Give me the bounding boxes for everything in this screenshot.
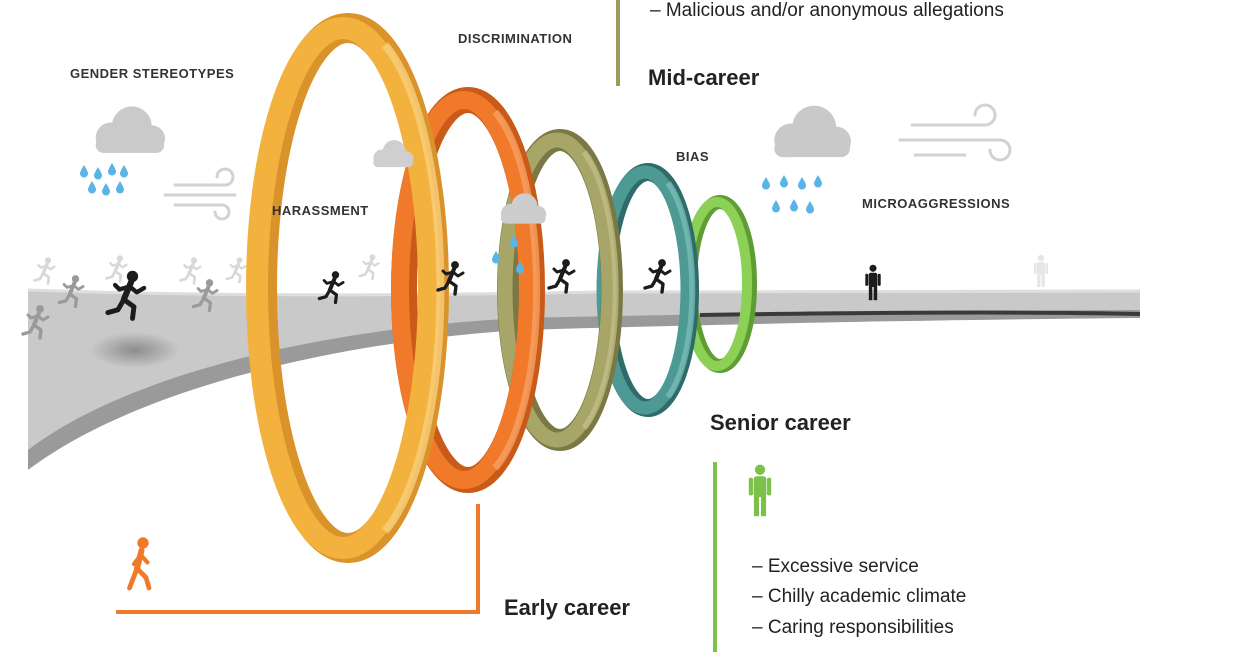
- label-discrimination: DISCRIMINATION: [458, 31, 573, 46]
- running-person-icon: [32, 253, 381, 286]
- senior-career-bullet: – Chilly academic climate: [752, 586, 967, 607]
- label-microaggressions: MICROAGGRESSIONS: [862, 196, 1011, 211]
- ring-yellow: [246, 13, 449, 563]
- senior-career-title: Senior career: [710, 410, 851, 435]
- label-bias: BIAS: [676, 149, 710, 164]
- early-career-title: Early career: [504, 595, 630, 620]
- standing-person-icon: [748, 464, 772, 517]
- career-road: [27, 288, 1141, 470]
- ring-olive: [497, 129, 623, 451]
- label-gender-stereotypes: GENDER STEREOTYPES: [70, 66, 235, 81]
- senior-career-bullet: – Caring responsibilities: [752, 617, 954, 638]
- wind-icon: [898, 103, 1012, 162]
- label-harassment: HARASSMENT: [272, 203, 369, 218]
- ring-orange: [391, 87, 545, 493]
- early-career-bracket: [116, 504, 480, 614]
- rain-icon: [80, 163, 822, 274]
- mid-career-title: Mid-career: [648, 65, 760, 90]
- cloud-icon: [774, 105, 851, 158]
- mid-career-bullet: – Malicious and/or anonymous allegations: [650, 0, 1004, 21]
- walking-person-icon: [127, 537, 152, 591]
- standing-person-icon: [1034, 254, 1048, 287]
- wind-icon: [163, 167, 237, 221]
- senior-career-bullet: – Excessive service: [752, 556, 919, 577]
- cloud-icon: [95, 106, 166, 153]
